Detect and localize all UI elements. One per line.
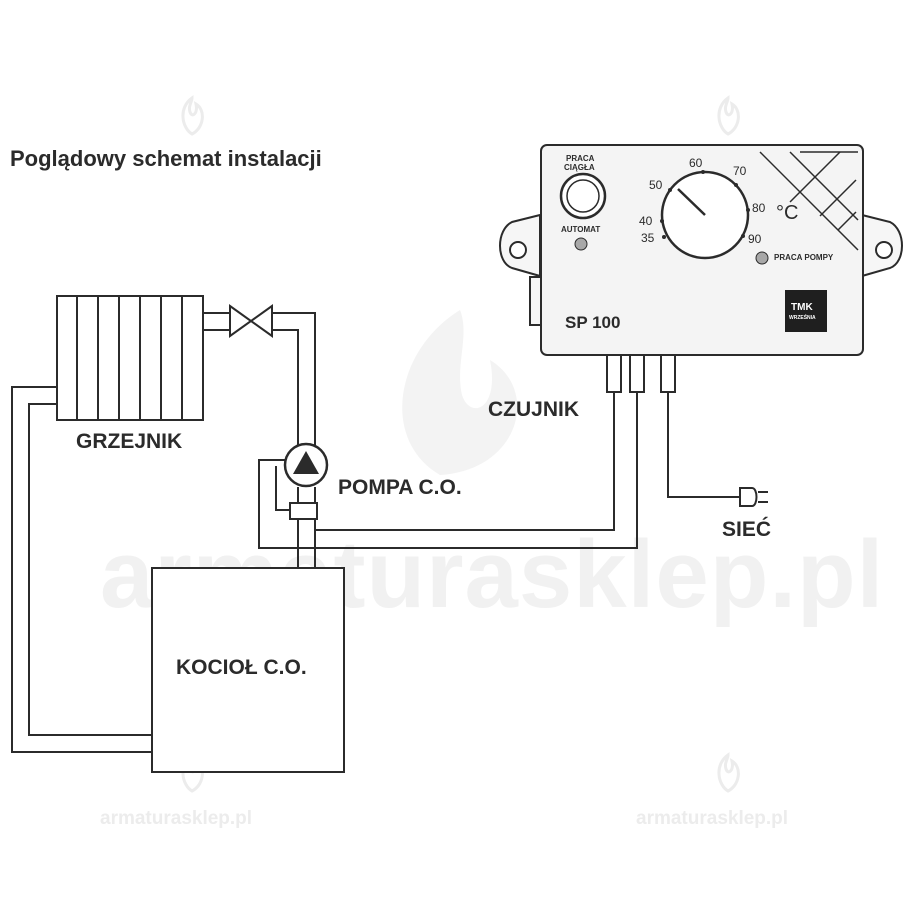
dial-tick-80: 80 — [752, 201, 766, 215]
radiator — [56, 295, 204, 421]
logo-text: TMK — [791, 302, 813, 313]
pump-lamp-label: PRACA POMPY — [774, 253, 834, 262]
sensor-cable-outer — [258, 392, 638, 549]
pump-label: POMPA C.O. — [338, 476, 462, 499]
tmk-logo — [785, 290, 827, 332]
sensor-element — [289, 502, 318, 520]
plug-icon — [739, 487, 768, 507]
dial-tick-50: 50 — [649, 178, 663, 192]
sensor-label: CZUJNIK — [488, 398, 580, 421]
pipes — [11, 312, 740, 753]
mains-cable — [667, 392, 740, 498]
button-label-line1: PRACA — [566, 154, 595, 163]
dial-tick-40: 40 — [639, 214, 653, 228]
controller-device — [499, 144, 903, 393]
watermark-flame-large — [402, 310, 518, 475]
model-label: SP 100 — [565, 313, 621, 332]
boiler-label: KOCIOŁ C.O. — [176, 656, 307, 679]
radiator-label: GRZEJNIK — [76, 430, 183, 453]
page-title: Poglądowy schemat instalacji — [10, 146, 322, 171]
return-pipe-inner — [28, 403, 152, 736]
watermark-bottom-left: armaturasklep.pl — [100, 808, 253, 829]
unit-label: °C — [776, 202, 799, 224]
mains-label: SIEĆ — [722, 518, 772, 541]
boiler — [151, 567, 345, 773]
button-label-line2: CIĄGŁA — [564, 163, 595, 172]
logo-subtext: WRZEŚNIA — [789, 315, 816, 321]
pump-icon — [283, 442, 329, 520]
dial-tick-90: 90 — [748, 232, 762, 246]
auto-label: AUTOMAT — [561, 225, 601, 234]
valve-icon — [229, 304, 273, 338]
dial-tick-35: 35 — [641, 231, 655, 245]
return-pipe-outer — [11, 386, 152, 753]
watermark-bottom-right: armaturasklep.pl — [636, 808, 789, 829]
dial-tick-60: 60 — [689, 156, 703, 170]
dial-tick-70: 70 — [733, 164, 747, 178]
sensor-cable-inner — [315, 392, 615, 531]
